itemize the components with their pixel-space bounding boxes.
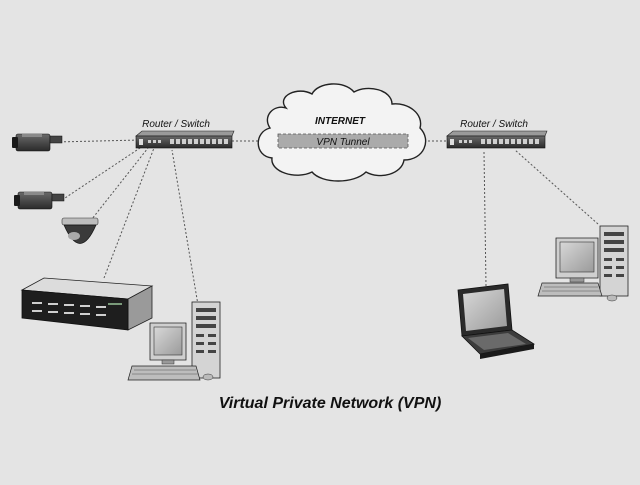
connection-lines bbox=[55, 139, 599, 306]
right-router: Router / Switch bbox=[446, 119, 548, 149]
cloud-icon bbox=[257, 83, 427, 182]
internet-label: INTERNET bbox=[315, 116, 366, 127]
left-router-label: Router / Switch bbox=[142, 119, 210, 130]
link-recorder bbox=[103, 147, 155, 279]
vpn-tunnel-label: VPN Tunnel bbox=[316, 137, 370, 148]
video-recorder-icon bbox=[20, 277, 154, 331]
desktop-computer-icon bbox=[537, 225, 629, 302]
router-switch-icon bbox=[135, 130, 235, 149]
right-router-label: Router / Switch bbox=[460, 119, 528, 130]
link-camera-1 bbox=[55, 139, 141, 143]
laptop-icon bbox=[457, 283, 536, 359]
diagram-title: Virtual Private Network (VPN) bbox=[219, 395, 442, 412]
vpn-tunnel: VPN Tunnel bbox=[277, 133, 409, 149]
router-switch-icon bbox=[446, 130, 548, 149]
box-camera-icon bbox=[14, 191, 65, 210]
link-desktop-right bbox=[514, 149, 599, 225]
link-dome-camera bbox=[87, 147, 149, 225]
link-camera-2 bbox=[61, 145, 144, 201]
internet-cloud: INTERNET bbox=[257, 83, 427, 182]
left-router: Router / Switch bbox=[135, 119, 235, 149]
link-desktop-left bbox=[171, 149, 199, 306]
box-camera-icon bbox=[12, 133, 63, 152]
desktop-computer-icon bbox=[127, 301, 221, 381]
link-laptop bbox=[483, 151, 487, 287]
dome-camera-icon bbox=[61, 217, 99, 244]
